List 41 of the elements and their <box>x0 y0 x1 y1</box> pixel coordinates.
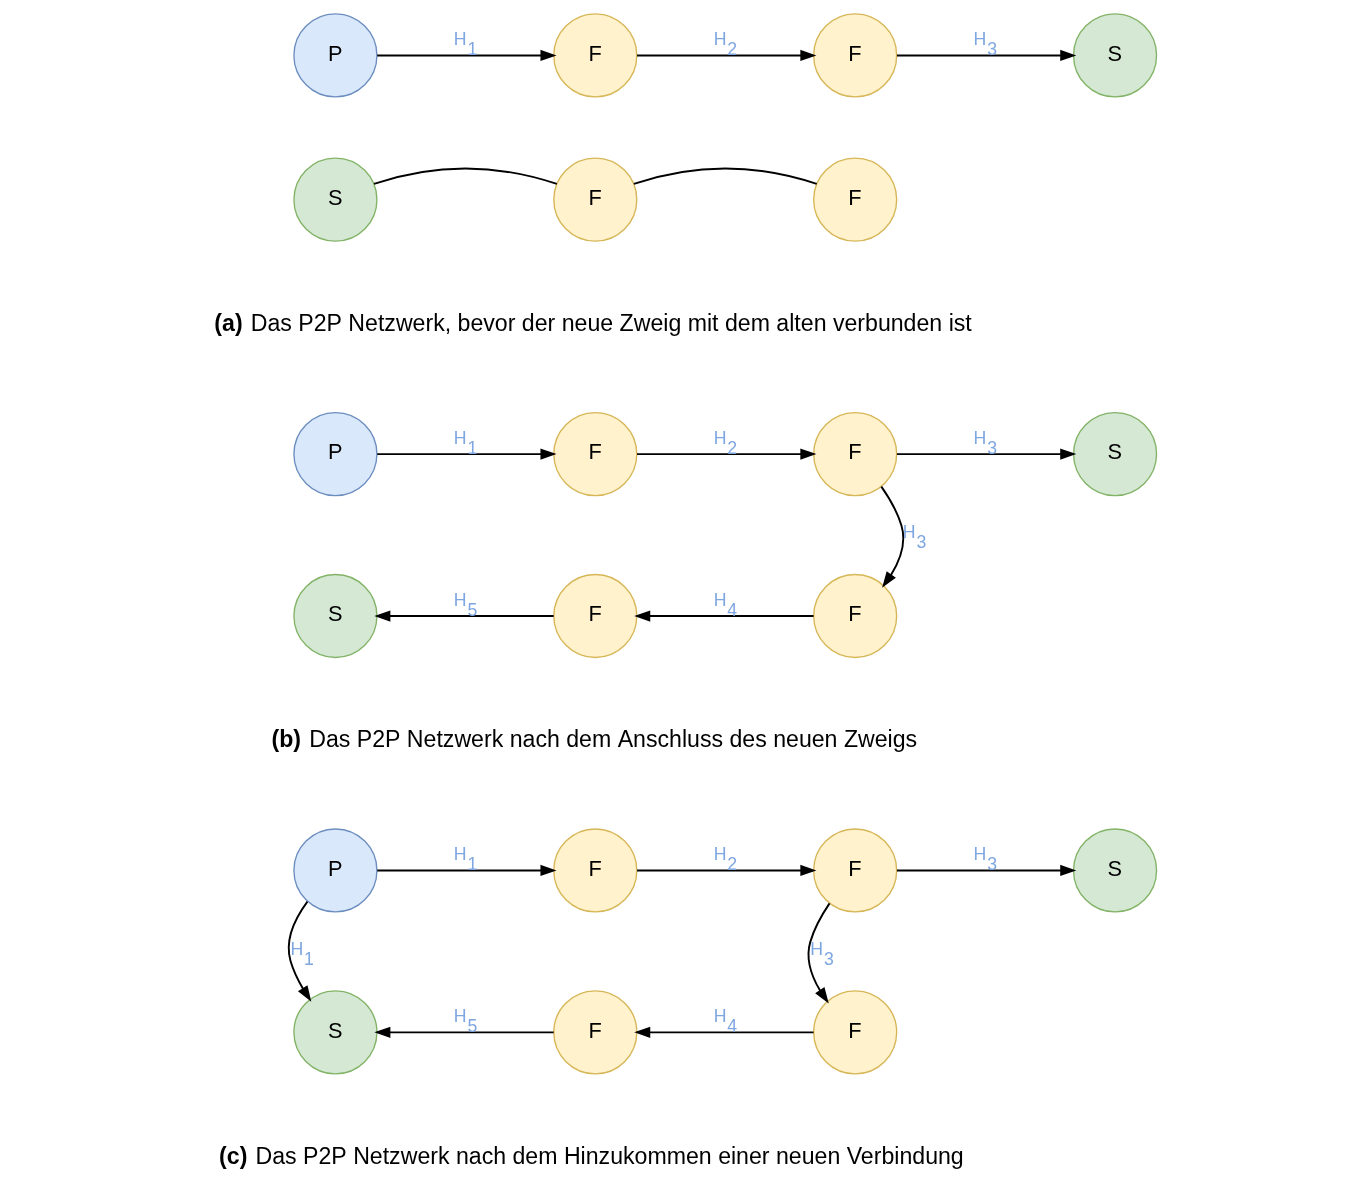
arrow <box>374 1026 555 1038</box>
arrow <box>636 448 817 460</box>
node-circle: F <box>813 157 898 242</box>
label: (b) Das P2P Netzwerk nach dem Anschluss des neuen Zweigs <box>271 726 918 753</box>
arrow <box>376 448 557 460</box>
node-circle: S <box>1072 828 1158 913</box>
node-circle: S <box>293 573 378 659</box>
node-circle: F <box>553 828 638 913</box>
label: (a) Das P2P Netzwerk, bevor der neue Zweig mit dem alten verbunden ist <box>214 310 972 337</box>
node-circle: F <box>813 411 898 497</box>
arrow <box>896 864 1077 877</box>
node-circle: F <box>553 573 638 659</box>
node-circle: S <box>293 990 378 1075</box>
arrow <box>807 902 831 1004</box>
node-circle: F <box>813 828 898 913</box>
node-circle: F <box>553 411 638 497</box>
node-circle: F <box>813 13 898 98</box>
arrow <box>634 1026 815 1038</box>
arrow <box>287 900 312 1002</box>
node-circle: S <box>1072 13 1158 98</box>
node-circle: F <box>553 157 638 242</box>
arrow <box>636 49 817 62</box>
node-circle: F <box>553 990 638 1075</box>
arrow <box>634 610 815 622</box>
arrow <box>376 864 557 877</box>
node-circle: P <box>293 828 378 913</box>
arrow <box>880 485 905 588</box>
node-circle: F <box>553 13 638 98</box>
node-circle: S <box>1072 411 1158 497</box>
arrow <box>896 448 1077 460</box>
connector <box>632 167 818 185</box>
label: (c) Das P2P Netzwerk nach dem Hinzukommen einer neuen Verbindung <box>219 1142 964 1169</box>
arrow <box>636 864 817 877</box>
node-circle: P <box>293 13 378 98</box>
node-circle: S <box>293 157 378 242</box>
arrow <box>896 49 1077 62</box>
connector <box>373 167 558 185</box>
node-circle: F <box>813 990 898 1075</box>
node-circle: P <box>293 411 378 497</box>
arrow <box>374 610 555 622</box>
arrow <box>376 49 557 62</box>
